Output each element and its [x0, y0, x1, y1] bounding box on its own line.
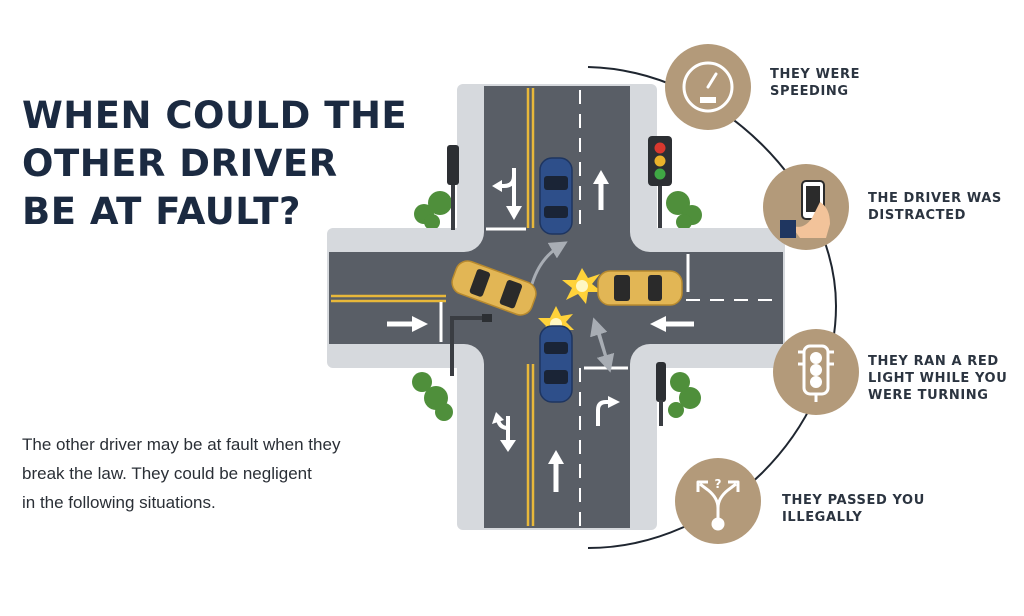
- reason-distracted: THE DRIVER WAS DISTRACTED: [868, 190, 1002, 224]
- intro-line: The other driver may be at fault when th…: [22, 435, 341, 454]
- reason-line: THEY PASSED YOU: [782, 493, 925, 508]
- phone-in-hand-icon: [780, 180, 830, 238]
- speedometer-icon: [682, 61, 734, 113]
- reason-line: THEY RAN A RED: [868, 354, 999, 369]
- reason-line: THEY WERE: [770, 67, 861, 82]
- intro-line: break the law. They could be negligent: [22, 464, 312, 483]
- motion-arrows: [530, 241, 615, 373]
- reason-icon-circle: [773, 329, 859, 415]
- road-corners: [464, 232, 650, 364]
- traffic-light-icon: [798, 344, 834, 402]
- reason-icon-circle: [763, 164, 849, 250]
- diverging-arrows-icon: ?: [696, 477, 740, 531]
- reason-icon-circle: ?: [675, 458, 761, 544]
- reason-speeding: THEY WERE SPEEDING: [770, 66, 860, 100]
- reason-passed-illegally: THEY PASSED YOU ILLEGALLY: [782, 492, 925, 526]
- car-blue-bottom: [539, 325, 573, 403]
- reason-line: THE DRIVER WAS: [868, 191, 1002, 206]
- lane-arrows: [387, 168, 694, 492]
- bushes: [412, 191, 702, 421]
- reason-line: LIGHT WHILE YOU: [868, 371, 1008, 386]
- svg-text:?: ?: [715, 477, 722, 491]
- traffic-light-pole: [447, 145, 459, 230]
- reason-line: WERE TURNING: [868, 388, 989, 403]
- crash-burst-icon: [562, 268, 602, 304]
- reason-line: ILLEGALLY: [782, 510, 863, 525]
- car-yellow-left: [451, 260, 537, 316]
- reason-line: DISTRACTED: [868, 208, 967, 223]
- lane-markings: [331, 88, 781, 526]
- intro-text: The other driver may be at fault when th…: [22, 430, 422, 517]
- street-lamp: [450, 314, 492, 376]
- car-blue-top: [539, 157, 573, 235]
- page-title: WHEN COULD THE OTHER DRIVER BE AT FAULT?: [22, 92, 407, 236]
- title-line: WHEN COULD THE: [22, 94, 408, 137]
- title-line: BE AT FAULT?: [22, 190, 301, 233]
- reason-line: SPEEDING: [770, 84, 849, 99]
- traffic-light-pole: [656, 362, 666, 426]
- title-line: OTHER DRIVER: [22, 142, 338, 185]
- reason-icon-circle: [665, 44, 751, 130]
- reason-red-light: THEY RAN A RED LIGHT WHILE YOU WERE TURN…: [868, 353, 1007, 404]
- traffic-light-pole: [648, 136, 672, 228]
- car-yellow-right: [597, 270, 683, 306]
- intro-line: in the following situations.: [22, 493, 216, 512]
